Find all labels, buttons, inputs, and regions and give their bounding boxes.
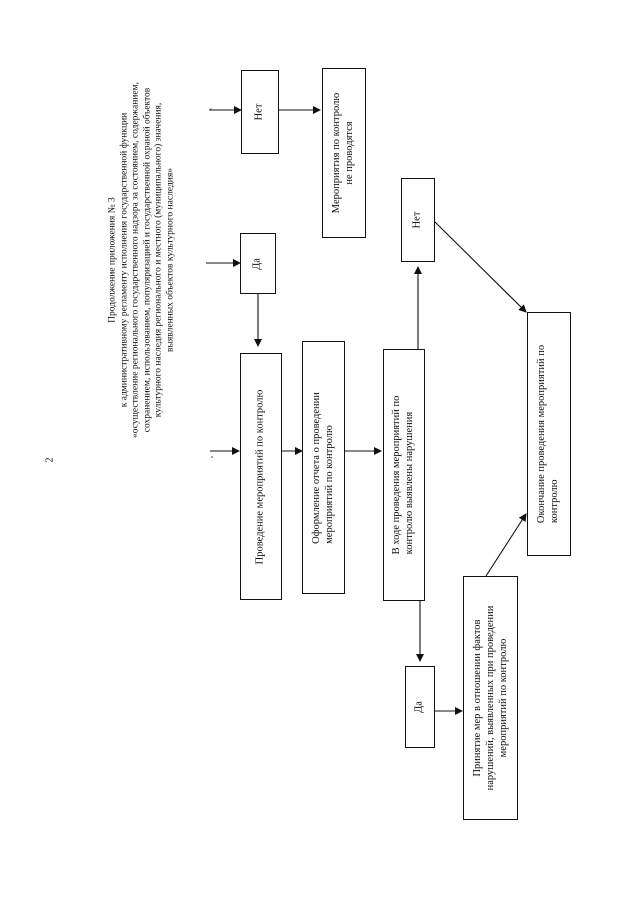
arrow-measures-to-end [485, 513, 527, 577]
box-measures-line: нарушений, выявленных при проведении [484, 605, 496, 791]
box-no-measures: Мероприятия по контролю не проводятся [322, 68, 366, 238]
box-no-measures-line: Мероприятия по контролю [331, 92, 343, 214]
box-yes-top-label: Да [251, 257, 263, 270]
box-no-measures-text: Мероприятия по контролю не проводятся [331, 93, 357, 213]
box-report-line: Оформление отчета о проведении [310, 391, 322, 544]
arrow-no-to-end [434, 221, 527, 313]
box-violations-line: контролю выявлены нарушения [404, 411, 415, 555]
box-report-text: Оформление отчета о проведении мероприят… [311, 392, 337, 544]
box-end-text: Окончание проведения мероприятий по конт… [536, 345, 562, 523]
box-no-mid: Нет [401, 178, 435, 262]
box-yes-bottom: Да [405, 666, 435, 748]
box-yes-top: Да [240, 233, 276, 294]
box-violations: В ходе проведения мероприятий по контрол… [383, 349, 425, 601]
box-end-line: Окончание проведения мероприятий по [536, 344, 548, 524]
box-no-top-label: Нет [253, 103, 265, 121]
box-yes-bottom-label: Да [413, 701, 425, 713]
box-conduct-text: Проведение мероприятий по контролю [254, 389, 266, 564]
box-no-measures-line: не проводятся [344, 121, 355, 185]
box-report: Оформление отчета о проведении мероприят… [302, 341, 345, 594]
scan-speck [211, 456, 213, 458]
box-violations-line: В ходе проведения мероприятий по [391, 395, 403, 555]
scan-speck [210, 108, 212, 110]
box-no-mid-label: Нет [411, 211, 423, 229]
box-no-top: Нет [241, 70, 279, 154]
box-report-line: мероприятий по контролю [323, 424, 335, 544]
box-end: Окончание проведения мероприятий по конт… [527, 312, 571, 556]
box-end-line: контролю [549, 479, 560, 524]
box-measures-text: Принятие мер в отношении фактов нарушени… [471, 606, 509, 791]
box-conduct: Проведение мероприятий по контролю [240, 353, 282, 600]
box-violations-text: В ходе проведения мероприятий по контрол… [391, 396, 417, 555]
box-measures-line: мероприятий по контролю [496, 638, 508, 758]
box-measures: Принятие мер в отношении фактов нарушени… [463, 576, 518, 820]
box-measures-line: Принятие мер в отношении фактов [471, 619, 483, 777]
